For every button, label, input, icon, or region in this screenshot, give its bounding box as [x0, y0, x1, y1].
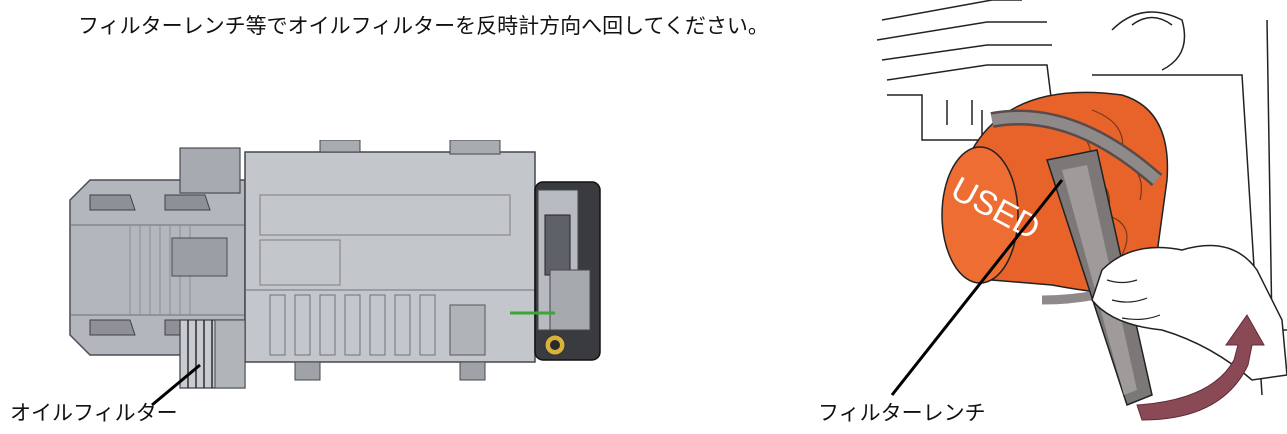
pump-body	[244, 140, 536, 381]
filter-wrench-leader-line	[890, 179, 1064, 396]
oil-filter	[179, 319, 246, 389]
filter-wrench-label: フィルターレンチ	[818, 401, 986, 425]
filter-wrench-illustration: USED	[876, 0, 1287, 421]
instruction-text: フィルターレンチ等でオイルフィルターを反時計方向へ回してください。	[78, 14, 769, 38]
front-cover	[510, 181, 601, 361]
oil-filter-label: オイルフィルター	[10, 401, 178, 425]
rotation-arrow	[1136, 314, 1265, 421]
vacuum-pump-illustration	[69, 140, 601, 407]
oil-filter-leader-line	[151, 363, 201, 407]
motor-housing	[69, 147, 246, 356]
